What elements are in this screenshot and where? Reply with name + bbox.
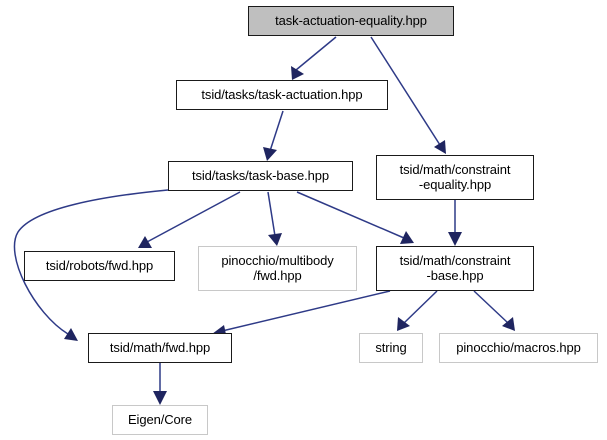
edge-task-base-to-robots-fwd <box>138 191 241 248</box>
edge-constraint-base-to-math-fwd <box>212 290 391 339</box>
node-tsid-math-fwd[interactable]: tsid/math/fwd.hpp <box>88 333 232 363</box>
node-label: tsid/robots/fwd.hpp <box>45 257 154 273</box>
node-task-actuation-equality[interactable]: task-actuation-equality.hpp <box>248 6 454 36</box>
edge-constraint-base-to-pinocchio-macros <box>473 290 515 331</box>
node-label: tsid/tasks/task-base.hpp <box>191 167 330 183</box>
node-label: pinocchio/multibody /fwd.hpp <box>221 252 334 283</box>
node-label: tsid/math/constraint -equality.hpp <box>399 161 511 192</box>
edge-root-to-task-actuation <box>291 36 337 80</box>
node-tsid-robots-fwd[interactable]: tsid/robots/fwd.hpp <box>24 251 175 281</box>
node-string[interactable]: string <box>359 333 423 363</box>
node-eigen-core[interactable]: Eigen/Core <box>112 405 208 435</box>
node-label: tsid/math/constraint -base.hpp <box>399 252 511 283</box>
node-tsid-tasks-task-base[interactable]: tsid/tasks/task-base.hpp <box>168 161 353 191</box>
node-pinocchio-multibody-fwd[interactable]: pinocchio/multibody /fwd.hpp <box>198 246 357 291</box>
node-label: task-actuation-equality.hpp <box>275 12 427 28</box>
edge-root-to-constraint-equality <box>370 36 446 154</box>
edge-math-fwd-to-eigen-core <box>153 363 167 405</box>
node-label: tsid/math/fwd.hpp <box>109 339 211 355</box>
edge-task-actuation-to-task-base <box>263 110 284 161</box>
node-label: string <box>375 339 407 355</box>
edge-task-base-to-pinocchio-multibody-fwd <box>267 191 282 246</box>
node-label: tsid/tasks/task-actuation.hpp <box>201 86 363 102</box>
node-tsid-math-constraint-equality[interactable]: tsid/math/constraint -equality.hpp <box>376 155 534 200</box>
edge-task-base-to-math-fwd <box>13 189 169 341</box>
node-label: Eigen/Core <box>127 411 193 427</box>
node-label: pinocchio/macros.hpp <box>456 339 581 355</box>
edge-constraint-equality-to-constraint-base <box>448 200 462 246</box>
node-tsid-math-constraint-base[interactable]: tsid/math/constraint -base.hpp <box>376 246 534 291</box>
edge-task-base-to-constraint-base <box>296 191 414 244</box>
edge-constraint-base-to-string <box>397 290 438 331</box>
node-tsid-tasks-task-actuation[interactable]: tsid/tasks/task-actuation.hpp <box>176 80 388 110</box>
node-pinocchio-macros[interactable]: pinocchio/macros.hpp <box>439 333 598 363</box>
